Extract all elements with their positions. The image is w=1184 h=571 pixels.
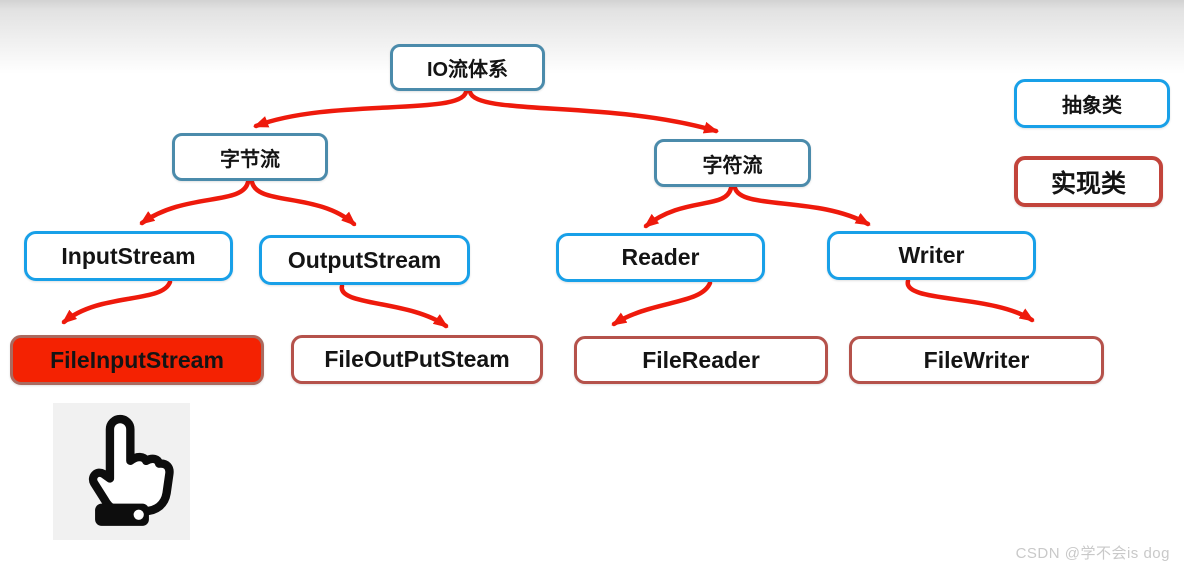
arrow-char-to-reader — [643, 185, 734, 229]
node-filereader: FileReader — [574, 336, 828, 384]
node-char-stream: 字符流 — [654, 139, 811, 187]
node-fileoutputsteam: FileOutPutSteam — [291, 335, 543, 384]
arrow-root-to-char-stream — [467, 89, 719, 134]
node-outputstream: OutputStream — [259, 235, 470, 285]
arrow-byte-to-outputstream — [249, 179, 357, 227]
top-gradient-band — [0, 0, 1184, 78]
csdn-watermark: CSDN @学不会is dog — [1015, 545, 1170, 562]
legend-implementation-class: 实现类 — [1014, 156, 1163, 207]
node-io-stream-system: IO流体系 — [390, 44, 545, 91]
node-byte-stream: 字节流 — [172, 133, 328, 181]
node-fileinputstream-highlighted: FileInputStream — [10, 335, 264, 385]
arrow-char-to-writer — [732, 185, 871, 227]
arrow-inputstream-to-fileinputstream — [61, 279, 173, 325]
node-writer: Writer — [827, 231, 1036, 280]
arrow-root-to-byte-stream — [253, 89, 469, 129]
arrow-writer-to-filewriter — [905, 278, 1035, 323]
arrow-reader-to-filereader — [611, 280, 713, 327]
node-inputstream: InputStream — [24, 231, 233, 281]
legend-abstract-class: 抽象类 — [1014, 79, 1170, 128]
pointing-hand-icon — [53, 403, 190, 540]
arrow-byte-to-inputstream — [139, 179, 251, 226]
arrow-outputstream-to-fileoutputsteam — [339, 283, 449, 329]
node-filewriter: FileWriter — [849, 336, 1104, 384]
node-reader: Reader — [556, 233, 765, 282]
